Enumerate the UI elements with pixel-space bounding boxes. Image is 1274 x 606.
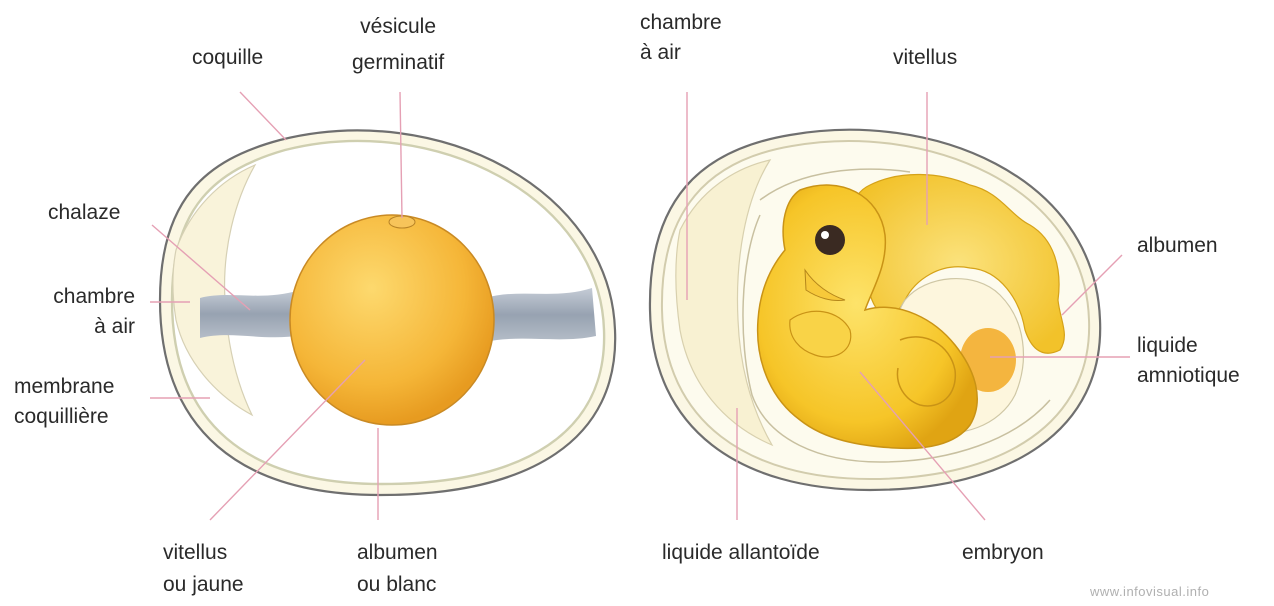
label-embryon: embryon [962, 540, 1044, 566]
label-membrane-coquilliere: membrane coquillière [14, 374, 114, 430]
credit-text: www.infovisual.info [1090, 584, 1209, 599]
left-chalaza-right [485, 288, 596, 342]
label-vitellus-right: vitellus [893, 45, 957, 71]
label-vitellus-jaune: vitellus ou jaune [163, 540, 244, 598]
leader-coquille [240, 92, 286, 140]
label-albumen-blanc: albumen ou blanc [357, 540, 438, 598]
embryo-eye [815, 225, 845, 255]
left-chalaza-left [200, 290, 302, 338]
right-egg [650, 130, 1100, 490]
label-chambre-air-right: chambre à air [640, 10, 722, 66]
label-chalaze: chalaze [48, 200, 120, 226]
label-liquide-allantoide: liquide allantoïde [662, 540, 820, 566]
label-chambre-air-left: chambre à air [30, 284, 135, 340]
left-yolk [290, 215, 494, 425]
label-albumen-right: albumen [1137, 233, 1218, 259]
label-coquille: coquille [192, 45, 263, 71]
label-vesicule-germinatif: vésicule germinatif [352, 14, 444, 76]
embryo-eye-highlight [821, 231, 829, 239]
label-liquide-amniotique: liquide amniotique [1137, 333, 1240, 389]
left-egg [160, 130, 615, 495]
